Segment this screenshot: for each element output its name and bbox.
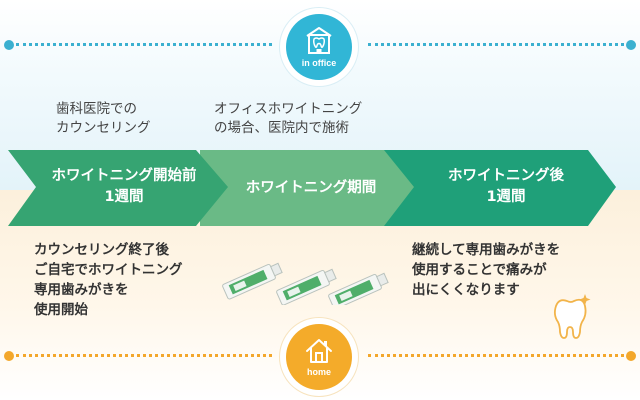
arrow-stage-2-line1: ホワイトニング期間	[245, 180, 377, 196]
office-whitening-note-line2: の場合、医院内で施術	[214, 120, 349, 136]
office-whitening-note: オフィスホワイトニング の場合、医院内で施術	[214, 100, 362, 138]
office-badge-label: in office	[301, 58, 337, 68]
office-line-end-dot	[626, 40, 636, 50]
arrow-stage-3	[378, 150, 616, 226]
home-start-note: カウンセリング終了後 ご自宅でホワイトニング 専用歯みがきを 使用開始	[34, 240, 183, 320]
arrow-stage-2-label: ホワイトニング期間	[226, 178, 396, 199]
home-start-note-line2: ご自宅でホワイトニング	[34, 262, 183, 278]
home-badge-label: home	[306, 367, 331, 377]
arrow-stage-2	[200, 150, 414, 226]
home-start-note-line1: カウンセリング終了後	[34, 242, 169, 258]
counseling-note-line2: カウンセリング	[56, 120, 151, 136]
counseling-note: 歯科医院での カウンセリング	[56, 100, 151, 138]
toothpaste-tube-icon	[222, 262, 389, 305]
office-whitening-note-line1: オフィスホワイトニング	[214, 101, 363, 117]
home-start-note-line4: 使用開始	[34, 302, 88, 318]
home-dotted-line-left	[16, 354, 272, 357]
house-icon	[306, 339, 332, 363]
arrow-stage-1-label: ホワイトニング開始前 1週間	[24, 166, 224, 208]
arrow-stage-1	[8, 150, 228, 226]
counseling-note-line1: 歯科医院での	[56, 101, 137, 117]
clinic-building-icon	[306, 27, 332, 54]
toothpaste-tube-2	[276, 268, 337, 305]
office-line-start-dot	[4, 40, 14, 50]
aftercare-note: 継続して専用歯みがきを 使用することで痛みが 出にくくなります	[412, 240, 560, 300]
home-line-end-dot	[626, 351, 636, 361]
aftercare-note-line1: 継続して専用歯みがきを	[412, 242, 561, 258]
arrow-stage-1-line2: 1週間	[104, 189, 144, 205]
home-dotted-line-right	[368, 354, 624, 357]
home-badge: home	[280, 318, 358, 396]
arrow-stage-3-label: ホワイトニング後 1週間	[416, 166, 596, 208]
arrow-stage-1-line1: ホワイトニング開始前	[51, 168, 197, 184]
office-dotted-line-right	[368, 43, 624, 46]
toothpaste-tube-3	[328, 272, 389, 305]
aftercare-note-line3: 出にくくなります	[412, 282, 520, 298]
toothpaste-tube-1	[222, 262, 283, 300]
arrow-stage-3-line1: ホワイトニング後	[448, 168, 564, 184]
home-start-note-line3: 専用歯みがきを	[34, 282, 129, 298]
sparkling-tooth-icon	[553, 294, 591, 339]
arrow-stage-3-line2: 1週間	[486, 189, 526, 205]
office-dotted-line-left	[16, 43, 272, 46]
home-line-start-dot	[4, 351, 14, 361]
aftercare-note-line2: 使用することで痛みが	[412, 262, 547, 278]
office-badge: in office	[280, 8, 358, 86]
